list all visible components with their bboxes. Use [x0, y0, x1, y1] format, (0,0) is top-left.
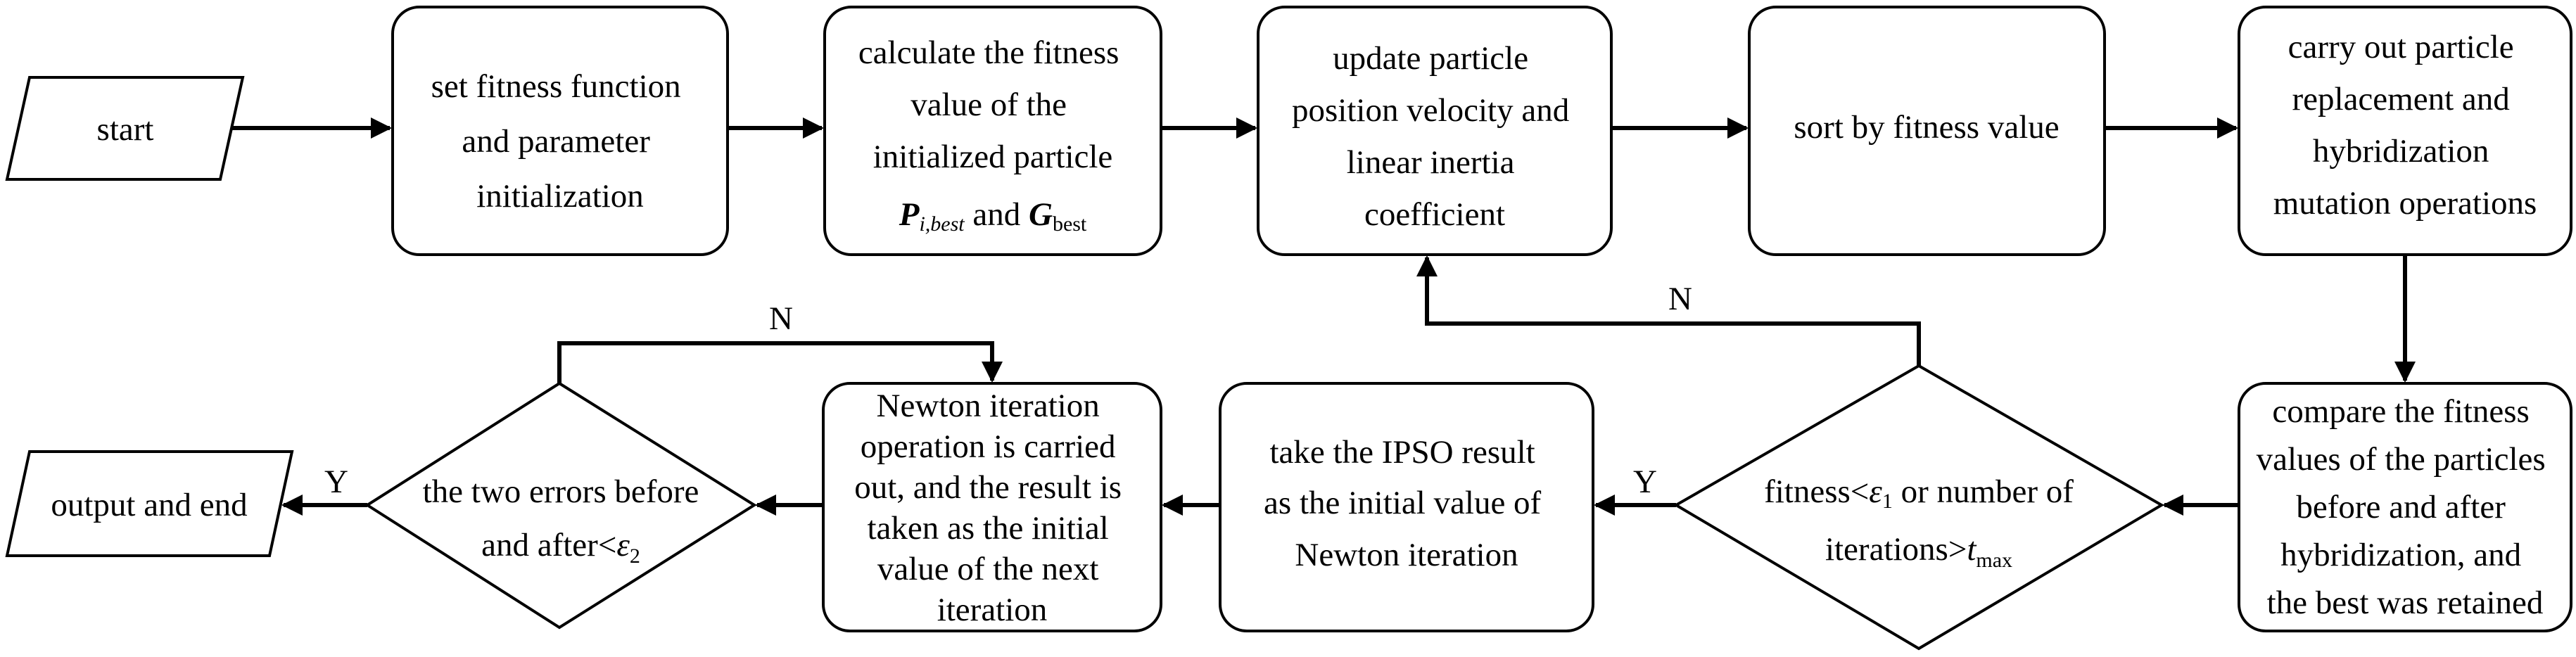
calc-label: calculate the fitness value of the initi…: [858, 34, 1127, 175]
cond2-decision: [364, 381, 757, 630]
start-label: start: [97, 111, 154, 148]
init-node: [391, 6, 729, 256]
init-label: set fitness function and parameter initi…: [431, 68, 690, 215]
calc-formula: Pi,best and Gbest: [899, 196, 1087, 236]
cond2-label-line2: and after<ε2: [481, 527, 640, 568]
cond1-yes-label: Y: [1633, 464, 1657, 500]
arrow-cond2-no-to-newton: [557, 341, 1003, 383]
newton-label: Newton iteration operation is carried ou…: [854, 388, 1130, 628]
end-node: [5, 450, 294, 557]
sort-node: [1748, 6, 2106, 256]
arrow-cond1-no-to-update: [1416, 255, 1921, 366]
compare-label: compare the fitness values of the partic…: [2257, 393, 2554, 621]
replace-label: carry out particle replacement and hybri…: [2273, 29, 2537, 222]
cond1-no-label: N: [1668, 281, 1692, 317]
cond2-yes-label: Y: [324, 464, 348, 500]
update-label: update particle position velocity and li…: [1292, 40, 1578, 233]
update-node: [1257, 6, 1613, 256]
cond2-no-label: N: [769, 300, 793, 337]
cond1-decision: [1673, 364, 2164, 651]
cond1-label-line2: iterations>tmax: [1825, 531, 2012, 572]
ipso-label: take the IPSO result as the initial valu…: [1264, 434, 1549, 573]
end-label: output and end: [51, 487, 247, 523]
cond1-label-line1: fitness<ε1 or number of: [1764, 473, 2074, 513]
cond2-label-line1: the two errors before: [423, 473, 699, 510]
start-node: [5, 76, 245, 181]
calc-node: [823, 6, 1162, 256]
sort-label: sort by fitness value: [1794, 109, 2059, 146]
